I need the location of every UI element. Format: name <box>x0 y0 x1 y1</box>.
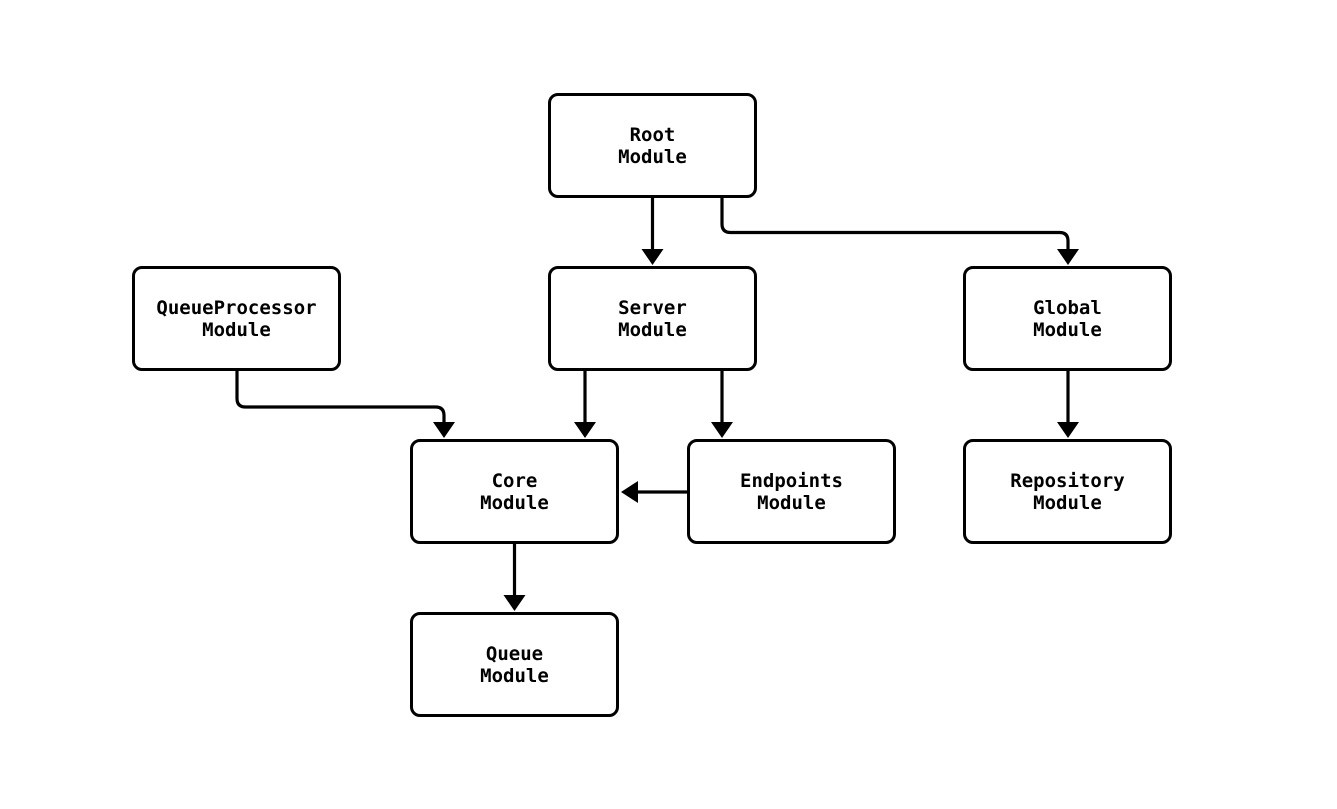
node-endpoints-module: Endpoints Module <box>687 439 896 544</box>
node-server-module-label: Server Module <box>618 296 687 341</box>
node-root-module-label: Root Module <box>618 123 687 168</box>
node-queue-module: Queue Module <box>410 612 619 717</box>
node-queueprocessor-module-label: QueueProcessor Module <box>156 296 317 341</box>
node-repository-module-label: Repository Module <box>1010 469 1125 514</box>
node-root-module: Root Module <box>548 93 757 198</box>
node-global-module-label: Global Module <box>1033 296 1102 341</box>
edge-root-to-global <box>720 196 1079 265</box>
edge-server-to-core <box>574 370 596 438</box>
node-queue-module-label: Queue Module <box>480 642 549 687</box>
edge-queueprocessor-to-core <box>235 370 455 438</box>
node-global-module: Global Module <box>963 266 1172 371</box>
node-core-module-label: Core Module <box>480 469 549 514</box>
node-repository-module: Repository Module <box>963 439 1172 544</box>
node-endpoints-module-label: Endpoints Module <box>740 469 843 514</box>
node-queueprocessor-module: QueueProcessor Module <box>132 266 341 371</box>
edge-global-to-repository <box>1057 370 1079 438</box>
edge-endpoints-to-core <box>621 481 689 503</box>
edge-server-to-endpoints <box>711 370 733 438</box>
edge-core-to-queue <box>503 543 526 611</box>
node-core-module: Core Module <box>410 439 619 544</box>
node-server-module: Server Module <box>548 266 757 371</box>
edge-root-to-server <box>641 196 664 265</box>
